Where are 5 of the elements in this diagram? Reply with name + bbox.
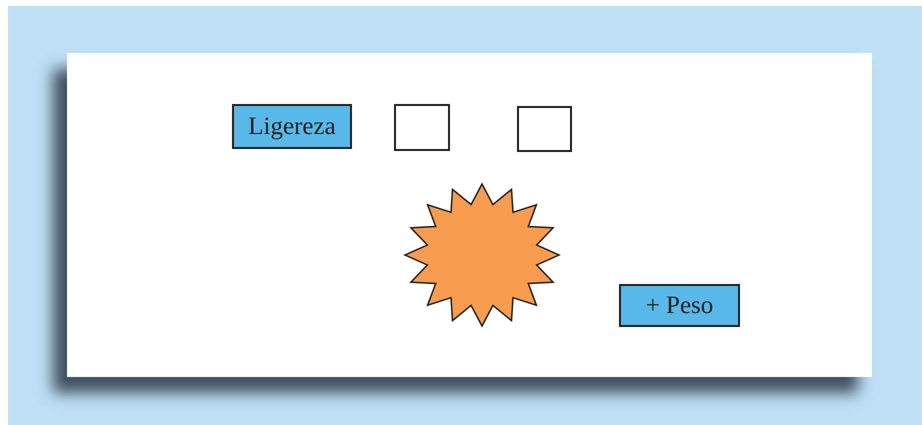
label-box: Ligereza bbox=[232, 104, 352, 149]
label-box: + Peso bbox=[619, 284, 740, 327]
starburst-shape bbox=[405, 184, 559, 326]
empty-box bbox=[394, 104, 450, 151]
empty-box bbox=[517, 106, 572, 152]
